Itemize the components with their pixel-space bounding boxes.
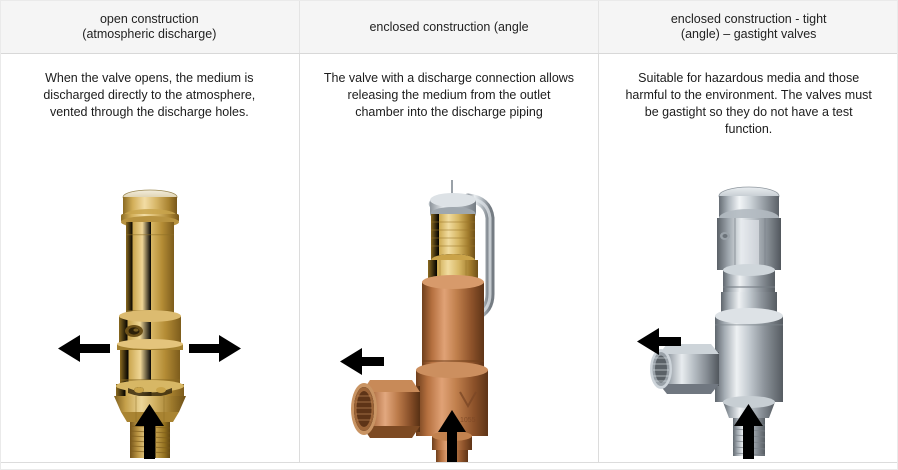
arrow-left [339,348,384,375]
steel-valve-geometry [650,186,784,456]
arrow-up [135,404,164,459]
arrow-right [189,335,241,362]
gastight-construction-figure [599,174,898,462]
column-open-construction-description: When the valve opens, the medium is disc… [43,71,256,119]
stainless-steel-gastight-angle-valve-illustration [637,186,784,459]
bronze-valve-geometry: 1055 [350,180,495,462]
bronze-enclosed-angle-valve-illustration: 1055 [339,180,495,462]
arrow-left [637,328,682,355]
column-header-open-construction: open construction (atmospheric discharge… [0,1,300,53]
column-gastight-construction-description: Suitable for hazardous media and those h… [625,71,872,136]
column-header-enclosed-construction-label: enclosed construction (angle [369,19,529,34]
brass-open-spring-safety-valve-illustration [58,189,241,459]
arrow-up [734,404,764,459]
column-header-gastight-construction: enclosed construction - tight (angle) – … [599,1,898,53]
column-header-open-construction-label: open construction (atmospheric discharge… [82,12,217,41]
brass-valve-geometry [114,189,186,458]
column-gastight-construction: Suitable for hazardous media and those h… [599,54,898,462]
svg-text:1055: 1055 [460,417,476,424]
column-open-construction: When the valve opens, the medium is disc… [0,54,300,462]
table-body-row: When the valve opens, the medium is disc… [0,54,898,463]
column-enclosed-construction: The valve with a discharge connection al… [299,54,600,462]
open-construction-figure [0,174,299,462]
column-header-enclosed-construction: enclosed construction (angle [299,1,600,53]
column-enclosed-construction-description: The valve with a discharge connection al… [323,71,575,119]
column-header-gastight-construction-label: enclosed construction - tight (angle) – … [670,12,827,41]
arrow-left [58,335,110,362]
enclosed-construction-figure: 1055 [300,174,599,462]
arrow-up [437,410,466,462]
table-header-row: open construction (atmospheric discharge… [0,0,898,54]
